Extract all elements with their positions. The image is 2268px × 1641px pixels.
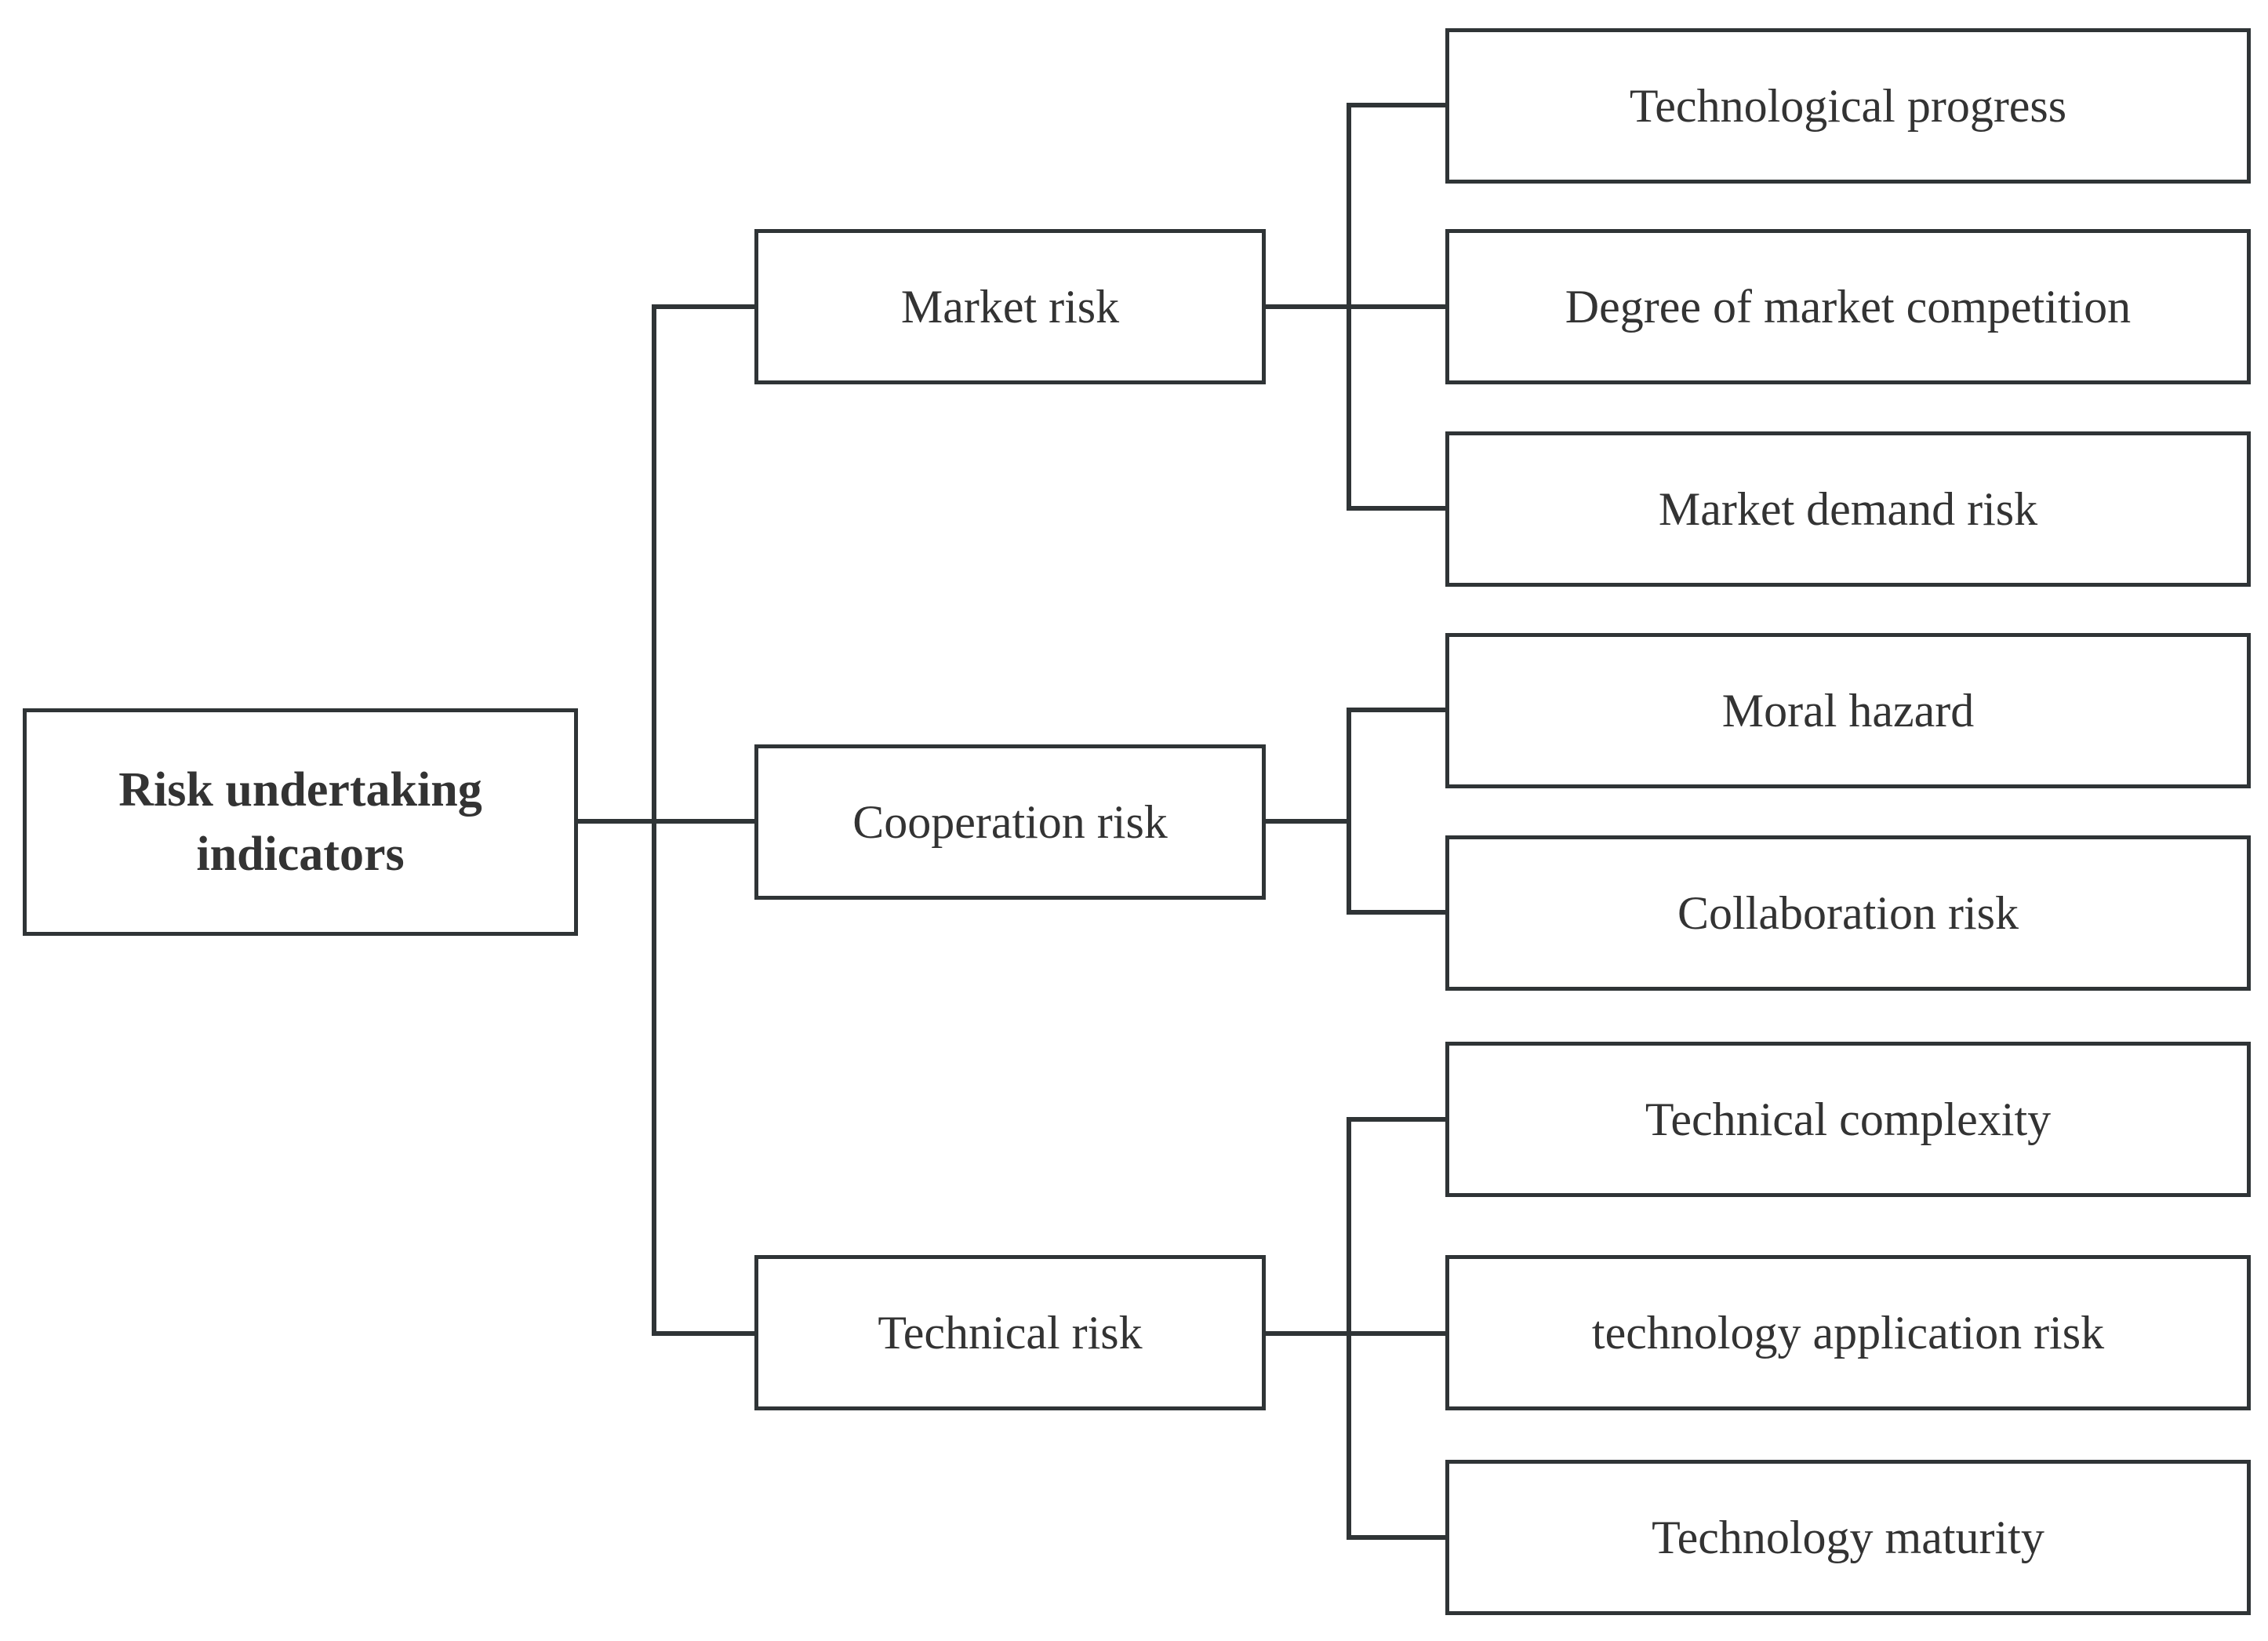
leaf-node-degree-of-market-competition: Degree of market competition xyxy=(1445,229,2251,384)
leaf-node-technical-complexity: Technical complexity xyxy=(1445,1042,2251,1197)
category-label: Technical risk xyxy=(878,1307,1143,1359)
leaf-node-market-demand-risk: Market demand risk xyxy=(1445,431,2251,587)
leaf-node-moral-hazard: Moral hazard xyxy=(1445,633,2251,788)
category-label: Market risk xyxy=(900,281,1120,333)
leaf-label: Technology maturity xyxy=(1652,1512,2044,1563)
leaf-label: technology application risk xyxy=(1591,1307,2105,1359)
category-label: Cooperation risk xyxy=(852,796,1168,848)
category-node-market-risk: Market risk xyxy=(754,229,1266,384)
leaf-node-collaboration-risk: Collaboration risk xyxy=(1445,835,2251,991)
leaf-label: Degree of market competition xyxy=(1565,281,2132,333)
leaf-label: Technological progress xyxy=(1629,80,2067,132)
leaf-label: Collaboration risk xyxy=(1677,887,2019,939)
root-node: Risk undertaking indicators xyxy=(23,708,578,936)
category-node-cooperation-risk: Cooperation risk xyxy=(754,744,1266,900)
leaf-node-technology-maturity: Technology maturity xyxy=(1445,1460,2251,1615)
leaf-node-technology-application-risk: technology application risk xyxy=(1445,1255,2251,1410)
leaf-label: Market demand risk xyxy=(1658,483,2038,535)
category-node-technical-risk: Technical risk xyxy=(754,1255,1266,1410)
leaf-label: Moral hazard xyxy=(1721,685,1975,737)
leaf-node-technological-progress: Technological progress xyxy=(1445,28,2251,184)
root-label: Risk undertaking indicators xyxy=(118,763,482,881)
leaf-label: Technical complexity xyxy=(1645,1093,2052,1145)
